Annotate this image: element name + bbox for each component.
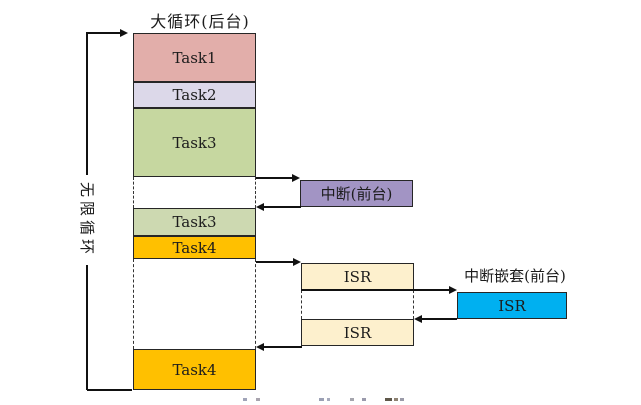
- nested-isr-box: ISR: [457, 292, 567, 319]
- arrow-isr-return-line: [264, 346, 302, 348]
- loop-top-line: [87, 32, 121, 34]
- arrow-isr-return-arrowhead-icon: [256, 343, 264, 351]
- arrow-nested-enter-line: [301, 289, 449, 291]
- arrow-nested-return-arrowhead-icon: [414, 315, 422, 323]
- isr-box-2: ISR: [301, 319, 414, 346]
- arrow-isr-enter-line: [256, 261, 294, 263]
- column-gap1-dashed-right: [255, 177, 256, 208]
- arrow-interrupt-return-line: [264, 206, 301, 208]
- task3-box: Task3: [133, 108, 256, 177]
- task2-box: Task2: [133, 82, 256, 108]
- loop-top-arrowhead-icon: [120, 29, 128, 37]
- isr-label-2: ISR: [343, 323, 372, 342]
- arrow-nested-enter-arrowhead-icon: [449, 286, 457, 294]
- background-loop-title: 大循环(后台): [150, 12, 250, 31]
- arrow-nested-return-line: [422, 318, 457, 320]
- loop-bottom-line: [87, 389, 132, 391]
- column-gap2-dashed-left: [133, 259, 134, 349]
- task3-label-2: Task3: [172, 213, 217, 231]
- task1-box: Task1: [133, 33, 256, 82]
- arrow-interrupt-enter-arrowhead-icon: [292, 174, 300, 182]
- column-gap2-dashed-right: [255, 259, 256, 349]
- arrow-interrupt-return-arrowhead-icon: [256, 203, 264, 211]
- column-gap1-dashed-left: [133, 177, 134, 208]
- task3-box-2: Task3: [133, 208, 256, 236]
- isr-label-1: ISR: [343, 267, 372, 286]
- task1-label: Task1: [172, 48, 217, 67]
- arrow-isr-enter-arrowhead-icon: [293, 258, 301, 266]
- interrupt-box: 中断(前台): [300, 180, 413, 207]
- infinite-loop-label: 无限循环: [78, 175, 96, 265]
- nested-isr-label: ISR: [498, 296, 526, 315]
- interrupt-label: 中断(前台): [320, 185, 393, 203]
- task4-label: Task4: [172, 238, 217, 257]
- nested-interrupt-title: 中断嵌套(前台): [464, 267, 566, 285]
- task4-box-2: Task4: [133, 349, 256, 390]
- arrow-interrupt-enter-line: [256, 177, 293, 179]
- task3-label: Task3: [172, 133, 217, 152]
- isr-gap-dashed-left: [301, 290, 302, 319]
- isr-gap-dashed-right: [413, 290, 414, 319]
- task4-label-2: Task4: [172, 360, 217, 379]
- task2-label: Task2: [172, 86, 217, 104]
- isr-box-1: ISR: [301, 263, 414, 290]
- task4-box: Task4: [133, 236, 256, 259]
